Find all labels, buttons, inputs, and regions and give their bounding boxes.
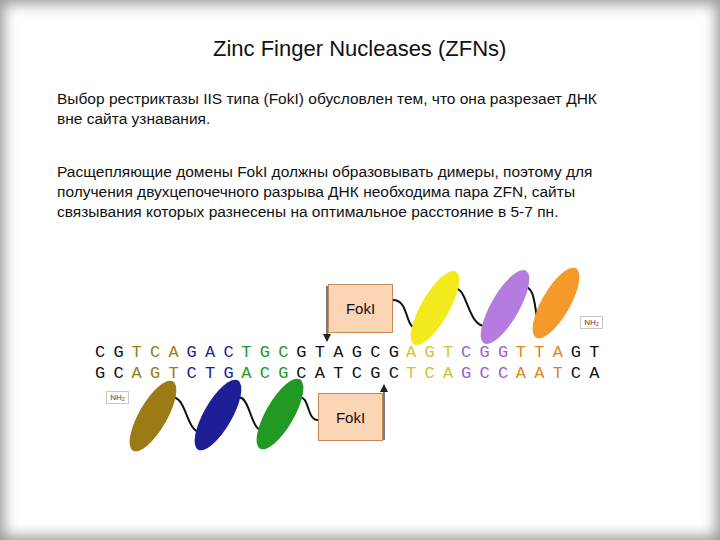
dna-bases: C A xyxy=(571,365,599,383)
n-terminus-tag: NH₂ xyxy=(106,391,129,404)
zinc-finger xyxy=(248,372,312,455)
zinc-finger xyxy=(186,373,250,456)
dna-bases: A A T xyxy=(516,365,562,383)
dna-bases: G A C xyxy=(186,344,232,362)
node-text: NH₂ xyxy=(110,393,125,402)
dna-bases: T C A xyxy=(406,365,452,383)
n-terminus-tag: NH₂ xyxy=(580,316,603,329)
body-paragraph: Расщепляющие домены FokI должны образовы… xyxy=(57,162,622,222)
linker xyxy=(452,289,488,327)
node-text: FokI xyxy=(336,409,365,426)
node-text: FokI xyxy=(346,300,375,317)
dna-bases: G T xyxy=(571,344,599,362)
zinc-finger xyxy=(402,265,468,352)
dna-bases: C A T C G C xyxy=(296,365,398,383)
dna-bases: A G T xyxy=(132,365,178,383)
dna-bases: G C C xyxy=(461,365,507,383)
dna-bases: T C A xyxy=(132,344,178,362)
linker xyxy=(236,397,262,430)
slide-title: Zinc Finger Nucleases (ZFNs) xyxy=(213,36,506,62)
body-paragraph: Выбор рестриктазы IIS типа (FokI) обусло… xyxy=(57,89,622,129)
node-text: NH₂ xyxy=(584,318,599,327)
dna-bases: C G xyxy=(95,344,123,362)
zinc-finger xyxy=(472,264,538,351)
dna-bases: C T G xyxy=(186,365,232,383)
dna-bases: T T A xyxy=(516,344,562,362)
dna-bases: A C G xyxy=(241,365,287,383)
zinc-finger xyxy=(121,374,185,457)
linker xyxy=(170,397,200,432)
dna-bases: A G T xyxy=(406,344,452,362)
dna-bases: G T A G C G xyxy=(296,344,398,362)
zinc-finger xyxy=(524,261,588,344)
foki-domain: FokI xyxy=(318,393,383,441)
dna-bases: T G C xyxy=(241,344,287,362)
cleavage-arrow xyxy=(383,385,384,440)
dna-bases: G C xyxy=(95,365,123,383)
foki-domain: FokI xyxy=(328,284,393,333)
dna-bases: C G G xyxy=(461,344,507,362)
